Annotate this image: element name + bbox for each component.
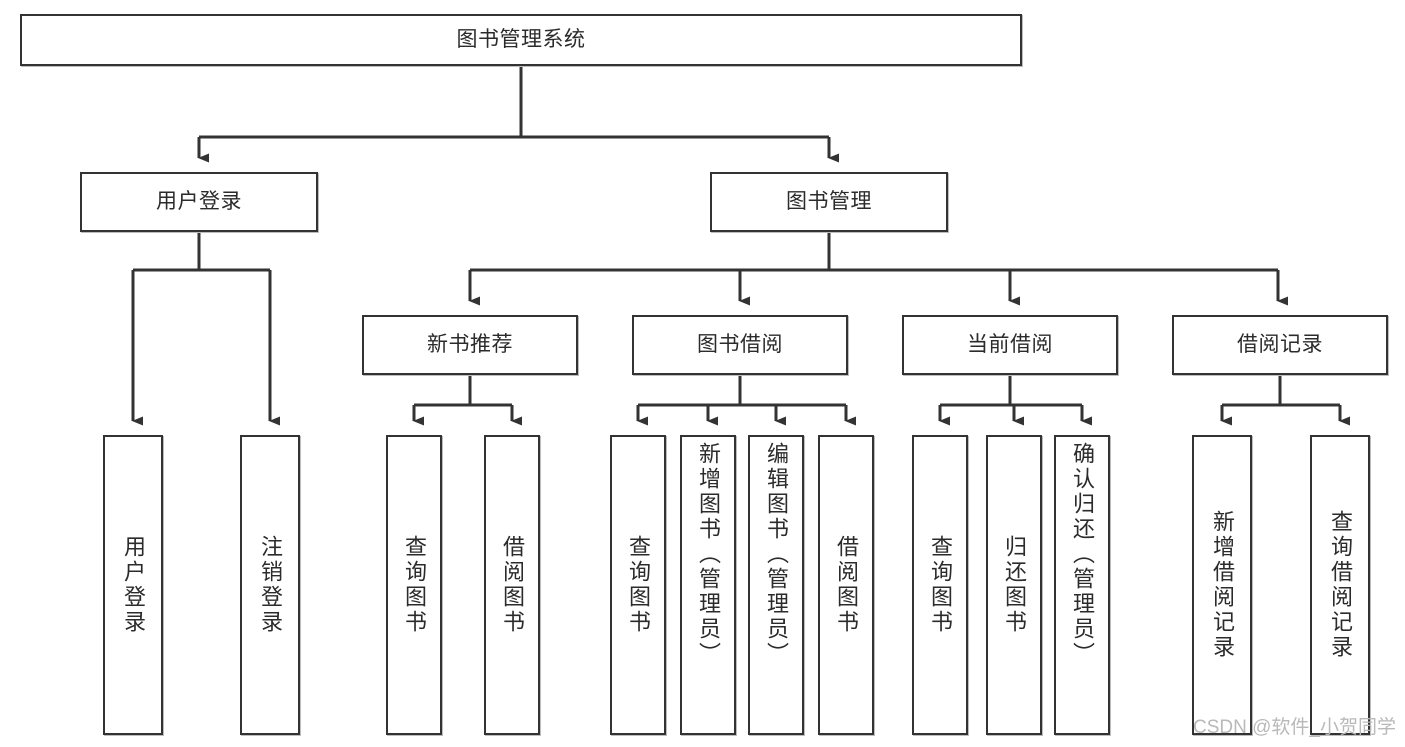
node-label: 借阅记录 <box>1237 332 1323 356</box>
leaf-label: 查询借阅记录 <box>1328 510 1353 660</box>
leaf-add-borrow-record[interactable]: 新增借阅记录 <box>1192 435 1252 735</box>
node-root-label: 图书管理系统 <box>456 27 586 51</box>
node-user-login[interactable]: 用户登录 <box>80 172 318 232</box>
leaf-user-login[interactable]: 用户登录 <box>103 435 163 735</box>
node-label: 图书借阅 <box>697 332 783 356</box>
leaf-label: 查询图书 <box>402 535 427 635</box>
leaf-label: 注销登录 <box>258 535 283 635</box>
leaf-add-book-admin[interactable]: 新增图书（管理员） <box>680 435 736 735</box>
leaf-query-book-current[interactable]: 查询图书 <box>912 435 968 735</box>
node-borrow-record[interactable]: 借阅记录 <box>1172 315 1388 375</box>
leaf-return-book[interactable]: 归还图书 <box>986 435 1042 735</box>
node-label: 当前借阅 <box>967 332 1053 356</box>
node-root-system[interactable]: 图书管理系统 <box>20 14 1022 66</box>
leaf-label: 新增图书（管理员） <box>696 442 721 667</box>
leaf-label: 借阅图书 <box>500 535 525 635</box>
leaf-label: 查询图书 <box>928 535 953 635</box>
leaf-logout[interactable]: 注销登录 <box>240 435 300 735</box>
node-book-borrow[interactable]: 图书借阅 <box>632 315 848 375</box>
leaf-label: 用户登录 <box>121 535 146 635</box>
leaf-label: 编辑图书（管理员） <box>764 442 789 667</box>
node-label: 新书推荐 <box>427 332 513 356</box>
leaf-label: 归还图书 <box>1002 535 1027 635</box>
node-new-book-recommend[interactable]: 新书推荐 <box>362 315 578 375</box>
watermark-csdn: CSDN @软件_小贺同学 <box>1193 717 1396 738</box>
leaf-query-borrow-record[interactable]: 查询借阅记录 <box>1310 435 1370 735</box>
leaf-label: 新增借阅记录 <box>1210 510 1235 660</box>
node-current-borrow[interactable]: 当前借阅 <box>902 315 1118 375</box>
leaf-query-book-borrow[interactable]: 查询图书 <box>610 435 666 735</box>
leaf-edit-book-admin[interactable]: 编辑图书（管理员） <box>748 435 804 735</box>
node-label: 用户登录 <box>156 189 242 213</box>
leaf-label: 确认归还（管理员） <box>1070 442 1095 667</box>
leaf-label: 查询图书 <box>626 535 651 635</box>
leaf-confirm-return-admin[interactable]: 确认归还（管理员） <box>1054 435 1110 735</box>
leaf-query-book-recommend[interactable]: 查询图书 <box>386 435 442 735</box>
leaf-borrow-book[interactable]: 借阅图书 <box>818 435 874 735</box>
node-book-management[interactable]: 图书管理 <box>710 172 948 232</box>
leaf-borrow-book-recommend[interactable]: 借阅图书 <box>484 435 540 735</box>
node-label: 图书管理 <box>786 189 872 213</box>
leaf-label: 借阅图书 <box>834 535 859 635</box>
